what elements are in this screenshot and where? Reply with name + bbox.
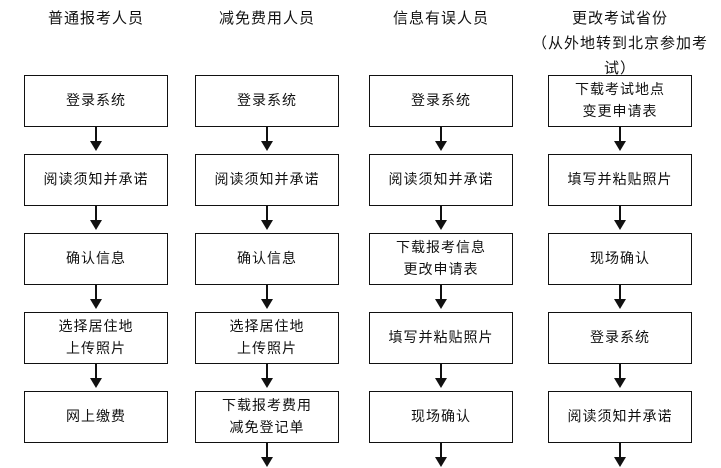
flow-step-label: 登录系统	[237, 93, 297, 109]
down-arrow-icon	[614, 443, 626, 468]
down-arrow-icon	[435, 364, 447, 390]
down-arrow-icon	[614, 127, 626, 153]
column-header: 更改考试省份 （从外地转到北京参加考试）	[531, 9, 708, 77]
flow-column-4: 更改考试省份 （从外地转到北京参加考试） 下载考试地点 变更申请表填写并粘贴照片现…	[530, 0, 710, 468]
flow-step-box: 下载报考信息 更改申请表	[369, 233, 513, 285]
flow-step-box: 阅读须知并承诺	[24, 154, 168, 206]
down-arrow-icon	[90, 206, 102, 232]
down-arrow-icon	[614, 285, 626, 311]
column-header: 信息有误人员	[392, 9, 489, 27]
flow-step-box: 选择居住地 上传照片	[24, 312, 168, 364]
flow-step-box: 选择居住地 上传照片	[195, 312, 339, 364]
flow-step-label: 下载报考信息 更改申请表	[396, 240, 486, 278]
flow-column-1: 普通报考人员登录系统阅读须知并承诺确认信息选择居住地 上传照片网上缴费	[6, 0, 186, 468]
flow-step-box: 阅读须知并承诺	[369, 154, 513, 206]
flow-column-3: 信息有误人员登录系统阅读须知并承诺下载报考信息 更改申请表填写并粘贴照片现场确认	[351, 0, 531, 468]
flow-step-box: 现场确认	[548, 233, 692, 285]
flow-step-label: 下载报考费用 减免登记单	[222, 398, 312, 436]
flow-step-box: 登录系统	[369, 75, 513, 127]
flow-step-label: 现场确认	[590, 251, 650, 267]
flow-step-label: 填写并粘贴照片	[388, 330, 494, 346]
flow-step-box: 网上缴费	[24, 391, 168, 443]
down-arrow-icon	[261, 443, 273, 468]
down-arrow-icon	[261, 206, 273, 232]
flow-step-box: 登录系统	[195, 75, 339, 127]
flow-step-box: 填写并粘贴照片	[369, 312, 513, 364]
flow-step-label: 阅读须知并承诺	[388, 172, 494, 188]
flow-step-label: 确认信息	[237, 251, 297, 267]
flow-step-box: 登录系统	[548, 312, 692, 364]
down-arrow-icon	[90, 364, 102, 390]
column-header: 减免费用人员	[218, 9, 315, 27]
flow-step-label: 选择居住地 上传照片	[58, 319, 134, 357]
flow-step-label: 现场确认	[411, 409, 471, 425]
flow-step-label: 网上缴费	[66, 409, 126, 425]
flow-step-label: 填写并粘贴照片	[567, 172, 673, 188]
flow-step-label: 阅读须知并承诺	[214, 172, 320, 188]
flow-step-box: 确认信息	[195, 233, 339, 285]
down-arrow-icon	[261, 127, 273, 153]
flow-step-box: 下载报考费用 减免登记单	[195, 391, 339, 443]
flow-step-box: 登录系统	[24, 75, 168, 127]
flow-step-box: 阅读须知并承诺	[195, 154, 339, 206]
column-header: 普通报考人员	[47, 9, 144, 27]
flow-step-box: 确认信息	[24, 233, 168, 285]
down-arrow-icon	[90, 127, 102, 153]
flow-step-box: 下载考试地点 变更申请表	[548, 75, 692, 127]
down-arrow-icon	[435, 206, 447, 232]
flow-step-label: 登录系统	[411, 93, 471, 109]
down-arrow-icon	[90, 285, 102, 311]
flow-column-2: 减免费用人员登录系统阅读须知并承诺确认信息选择居住地 上传照片下载报考费用 减免…	[177, 0, 357, 468]
flow-step-label: 阅读须知并承诺	[567, 409, 673, 425]
down-arrow-icon	[614, 364, 626, 390]
flow-step-box: 阅读须知并承诺	[548, 391, 692, 443]
flow-step-label: 登录系统	[66, 93, 126, 109]
flow-step-label: 登录系统	[590, 330, 650, 346]
flow-step-label: 选择居住地 上传照片	[229, 319, 305, 357]
flow-step-label: 确认信息	[66, 251, 126, 267]
down-arrow-icon	[261, 285, 273, 311]
flow-step-box: 填写并粘贴照片	[548, 154, 692, 206]
flow-step-box: 现场确认	[369, 391, 513, 443]
down-arrow-icon	[614, 206, 626, 232]
down-arrow-icon	[261, 364, 273, 390]
down-arrow-icon	[435, 443, 447, 468]
down-arrow-icon	[435, 127, 447, 153]
flow-step-label: 阅读须知并承诺	[43, 172, 149, 188]
down-arrow-icon	[435, 285, 447, 311]
flow-step-label: 下载考试地点 变更申请表	[575, 82, 665, 120]
